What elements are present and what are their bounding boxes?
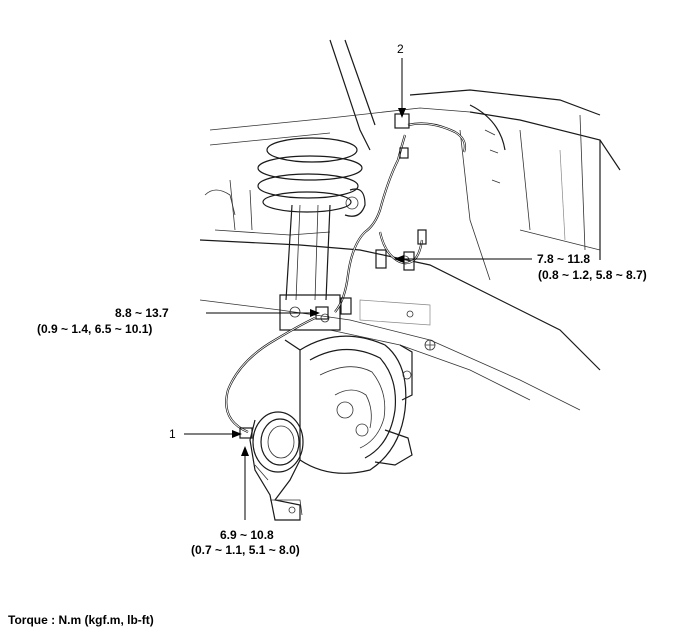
torque-value-middle-left: 8.8 ~ 13.7	[115, 306, 169, 320]
torque-spec-bottom: (0.7 ~ 1.1, 5.1 ~ 8.0)	[191, 543, 300, 557]
torque-spec-middle-left: (0.9 ~ 1.4, 6.5 ~ 10.1)	[37, 322, 153, 336]
strut-assembly	[257, 137, 366, 331]
steering-knuckle	[249, 339, 304, 521]
brake-caliper	[299, 335, 413, 474]
torque-value-upper-right: 7.8 ~ 11.8	[537, 252, 591, 266]
leader-lines	[184, 58, 532, 520]
torque-spec-upper-right: (0.8 ~ 1.2, 5.8 ~ 8.7)	[538, 268, 647, 282]
torque-units-note: Torque : N.m (kgf.m, lb-ft)	[8, 613, 154, 627]
callout-part-1: 1	[169, 427, 176, 441]
torque-value-bottom: 6.9 ~ 10.8	[220, 528, 274, 542]
body-panel	[199, 39, 621, 411]
callout-part-2: 2	[397, 42, 404, 56]
torque-label-upper-right: 7.8 ~ 11.8	[537, 252, 590, 266]
wheel-speed-sensor-cable	[225, 113, 467, 439]
